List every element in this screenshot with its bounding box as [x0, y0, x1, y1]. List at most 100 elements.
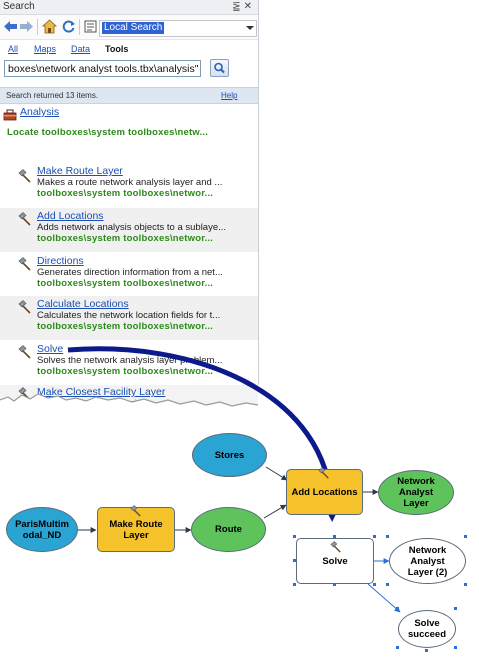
selection-handle[interactable]	[373, 535, 376, 538]
filter-maps[interactable]: Maps	[34, 44, 57, 54]
toolbar-separator	[37, 19, 38, 35]
connector-stores-to-add-locations	[265, 466, 288, 481]
torn-edge-decoration	[0, 393, 265, 408]
toolbox-icon	[3, 109, 17, 121]
filter-all[interactable]: All	[8, 44, 19, 54]
selection-handle[interactable]	[373, 583, 376, 586]
selection-handle[interactable]	[454, 607, 457, 610]
result-title[interactable]: Make Closest Facility Layer	[37, 386, 166, 398]
selection-handle[interactable]	[396, 607, 399, 610]
selection-handle[interactable]	[454, 646, 457, 649]
hammer-icon	[18, 212, 31, 226]
selection-handle[interactable]	[293, 535, 296, 538]
selection-handle[interactable]	[386, 535, 389, 538]
result-path: toolboxes\system toolboxes\networ...	[37, 233, 214, 244]
back-arrow-icon[interactable]	[3, 19, 18, 34]
result-item-analysis[interactable]: Analysis Locate toolboxes\system toolbox…	[0, 106, 258, 146]
magnifier-icon	[214, 62, 225, 74]
results-count: Search returned 13 items.	[6, 91, 99, 100]
selection-handle[interactable]	[464, 535, 467, 538]
forward-arrow-icon[interactable]	[19, 19, 34, 34]
result-path: toolboxes\system toolboxes\networ...	[37, 278, 214, 289]
hammer-icon	[318, 467, 329, 479]
node-add-locations[interactable]: Add Locations	[286, 467, 363, 515]
hammer-icon	[18, 257, 31, 271]
result-title[interactable]: Solve	[37, 343, 64, 355]
result-item-solve[interactable]: Solve Solves the network analysis layer …	[0, 341, 258, 384]
hammer-icon	[18, 345, 31, 359]
hammer-icon	[130, 505, 141, 517]
node-solve[interactable]: Solve	[296, 538, 374, 584]
close-window-icon[interactable]: ✕	[243, 1, 255, 12]
hammer-icon	[330, 541, 341, 553]
search-toolbar: Local Search	[0, 15, 258, 40]
node-label: Solve	[322, 555, 348, 567]
result-title[interactable]: Analysis	[20, 106, 60, 118]
result-title[interactable]: Add Locations	[37, 210, 104, 222]
home-icon[interactable]	[42, 19, 57, 34]
search-window-titlebar[interactable]: Search ⪠✕	[0, 0, 258, 15]
result-description: Makes a route network analysis layer and…	[37, 177, 223, 188]
search-scope-value: Local Search	[102, 22, 165, 34]
node-label: Stores	[214, 449, 245, 461]
result-description: Generates direction information from a n…	[37, 267, 223, 278]
search-row: boxes\network analyst tools.tbx\analysis…	[0, 56, 258, 80]
result-item-make-route-layer[interactable]: Make Route Layer Makes a route network a…	[0, 165, 258, 208]
result-item-calculate-locations[interactable]: Calculate Locations Calculates the netwo…	[0, 296, 258, 340]
results-status-bar: Search returned 13 items. Help	[0, 87, 258, 104]
result-path: Locate toolboxes\system toolboxes\netw..…	[7, 127, 209, 138]
toolbar-separator	[79, 19, 80, 35]
hammer-icon	[18, 300, 31, 314]
search-button[interactable]	[210, 59, 229, 77]
connector-solve-to-succeed	[367, 583, 401, 613]
drag-arrow	[67, 346, 345, 522]
refresh-icon[interactable]	[61, 19, 76, 34]
filter-data[interactable]: Data	[71, 44, 91, 54]
help-link[interactable]: Help	[221, 91, 238, 100]
result-path: toolboxes\system toolboxes\networ...	[37, 321, 214, 332]
result-title[interactable]: Directions	[37, 255, 84, 267]
window-controls: ⪠✕	[232, 0, 255, 14]
result-item-add-locations[interactable]: Add Locations Adds network analysis obje…	[0, 208, 258, 252]
filter-tools[interactable]: Tools	[105, 44, 129, 54]
node-label: Add Locations	[291, 486, 358, 498]
node-stores[interactable]: Stores	[192, 433, 267, 477]
pin-icon[interactable]: ⪠	[232, 1, 244, 12]
selection-handle[interactable]	[333, 583, 336, 586]
result-title[interactable]: Make Route Layer	[37, 165, 123, 177]
index-icon[interactable]	[83, 19, 98, 34]
search-scope-dropdown[interactable]: Local Search	[99, 20, 257, 37]
result-description: Calculates the network location fields f…	[37, 310, 221, 321]
search-filter-bar: All Maps Data Tools	[0, 40, 258, 56]
search-window: Search ⪠✕ Local Search	[0, 0, 259, 385]
connector-route-to-add-locations	[263, 504, 287, 519]
node-route[interactable]: Route	[191, 507, 266, 552]
chevron-down-icon[interactable]	[246, 26, 254, 30]
result-item-directions[interactable]: Directions Generates direction informati…	[0, 253, 258, 296]
result-description: Adds network analysis objects to a subla…	[37, 222, 227, 233]
selection-handle[interactable]	[293, 583, 296, 586]
search-input[interactable]: boxes\network analyst tools.tbx\analysis…	[4, 60, 201, 77]
result-description: Solves the network analysis layer proble…	[37, 355, 223, 366]
selection-handle[interactable]	[396, 646, 399, 649]
result-title[interactable]: Calculate Locations	[37, 298, 129, 310]
selection-handle[interactable]	[386, 583, 389, 586]
selection-handle[interactable]	[293, 559, 296, 562]
hammer-icon	[18, 169, 31, 183]
selection-handle[interactable]	[425, 649, 428, 652]
selection-handle[interactable]	[464, 583, 467, 586]
result-path: toolboxes\system toolboxes\networ...	[37, 366, 214, 377]
selection-handle[interactable]	[333, 535, 336, 538]
result-path: toolboxes\system toolboxes\networ...	[37, 188, 214, 199]
